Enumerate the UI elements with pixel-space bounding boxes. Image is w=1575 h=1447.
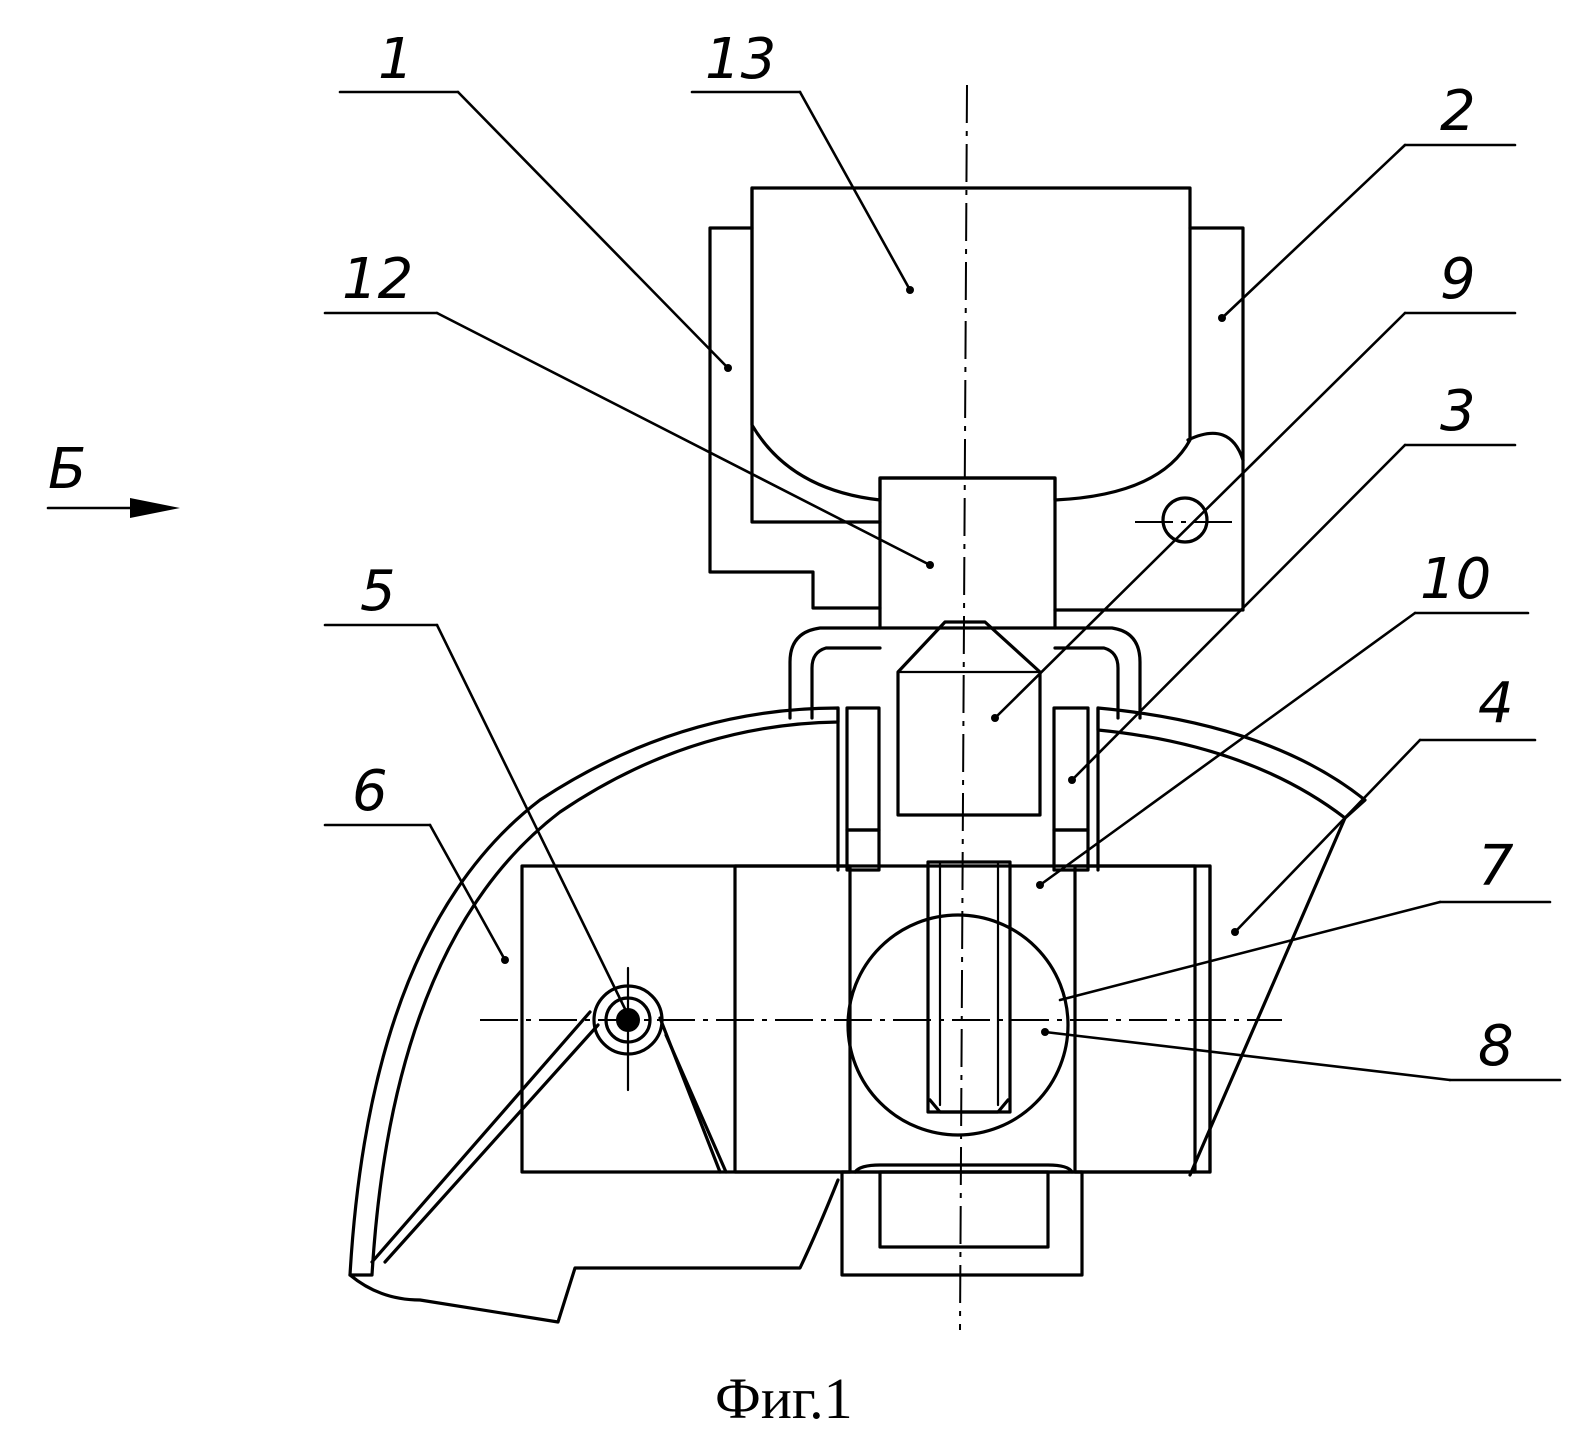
label-1: 1	[378, 27, 414, 92]
leader-lines	[325, 92, 1560, 1080]
label-13: 13	[705, 27, 776, 92]
label-7: 7	[1478, 834, 1514, 899]
part-3-sleeve	[838, 708, 1098, 870]
part-5-spring	[372, 968, 726, 1262]
pivot-pin	[1163, 498, 1207, 542]
label-9: 9	[1440, 247, 1476, 312]
figure-caption: Фиг.1	[715, 1366, 853, 1431]
part-13-block	[752, 188, 1190, 500]
label-6: 6	[352, 759, 388, 824]
label-5: 5	[360, 559, 396, 624]
vertical-axis-line	[960, 85, 967, 1330]
bottom-nut	[842, 1165, 1082, 1275]
label-12: 12	[342, 247, 413, 312]
part-9-bolt-head	[898, 622, 1040, 815]
label-4: 4	[1478, 671, 1514, 736]
spring-clip	[790, 628, 880, 718]
view-marker-label: Б	[48, 437, 86, 502]
label-3: 3	[1440, 379, 1476, 444]
label-8: 8	[1478, 1014, 1514, 1079]
curved-cover-shell	[350, 708, 1365, 1275]
leader-dots	[501, 286, 1239, 1036]
label-10: 10	[1420, 547, 1491, 612]
bracket-housing	[710, 188, 1243, 610]
part-7-ball	[848, 862, 1068, 1135]
label-2: 2	[1440, 79, 1476, 144]
